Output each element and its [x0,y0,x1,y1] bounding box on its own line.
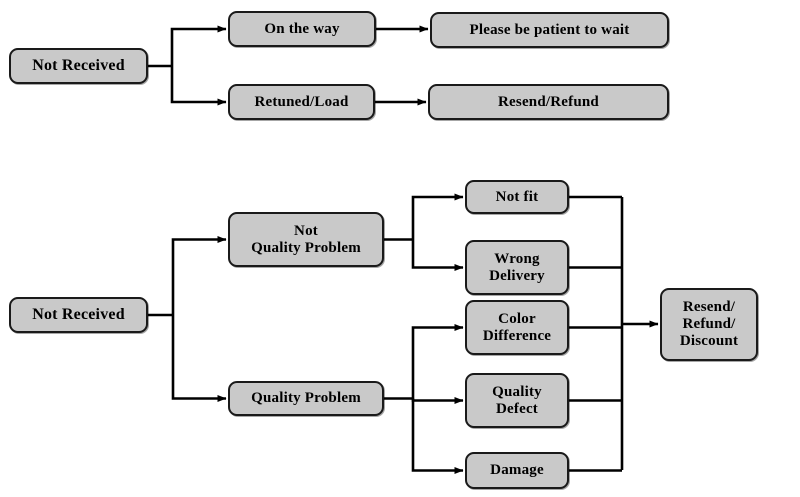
node-rrd[interactable]: Resend/ Refund/ Discount [660,288,758,361]
node-label: Color Difference [482,310,552,344]
node-qp[interactable]: Quality Problem [228,381,384,416]
node-pbw[interactable]: Please be patient to wait [430,12,669,48]
edge-layer [148,25,659,474]
node-label: Quality Defect [492,383,542,417]
node-otw[interactable]: On the way [228,11,376,47]
node-label: Wrong Delivery [489,250,545,284]
node-label: Not Quality Problem [251,222,361,256]
node-qdef[interactable]: Quality Defect [465,373,569,428]
edge-nqp-to-nfit [411,193,464,240]
node-label: Resend/ Refund/ Discount [679,299,739,349]
node-label: Resend/Refund [498,93,599,110]
node-label: Not Received [32,57,125,75]
node-dmg[interactable]: Damage [465,452,569,489]
edge-nqp-to-wdel [411,239,464,271]
node-label: On the way [264,20,340,37]
node-label: Not fit [495,188,539,205]
node-cdif[interactable]: Color Difference [465,300,569,355]
edge-nr1-to-otw [170,25,227,66]
node-label: Retuned/Load [254,93,349,110]
node-label: Please be patient to wait [469,21,630,38]
node-label: Damage [490,462,544,479]
edge-qp-to-dmg [411,398,464,474]
node-nqp[interactable]: Not Quality Problem [228,212,384,267]
node-rsr[interactable]: Resend/Refund [428,84,669,120]
node-label: Quality Problem [251,390,361,407]
node-rtl[interactable]: Retuned/Load [228,84,375,120]
node-nr2[interactable]: Not Received [9,297,148,333]
edge-qp-to-qdef [411,397,464,404]
node-label: Not Received [32,306,125,324]
node-nr1[interactable]: Not Received [9,48,148,84]
edge-qp-to-cdif [411,324,464,399]
edge-nr2-to-qp [171,315,227,402]
node-nfit[interactable]: Not fit [465,180,569,214]
node-wdel[interactable]: Wrong Delivery [465,240,569,295]
edge-nr1-to-rtl [170,66,227,106]
edge-nr2-to-nqp [171,236,227,315]
